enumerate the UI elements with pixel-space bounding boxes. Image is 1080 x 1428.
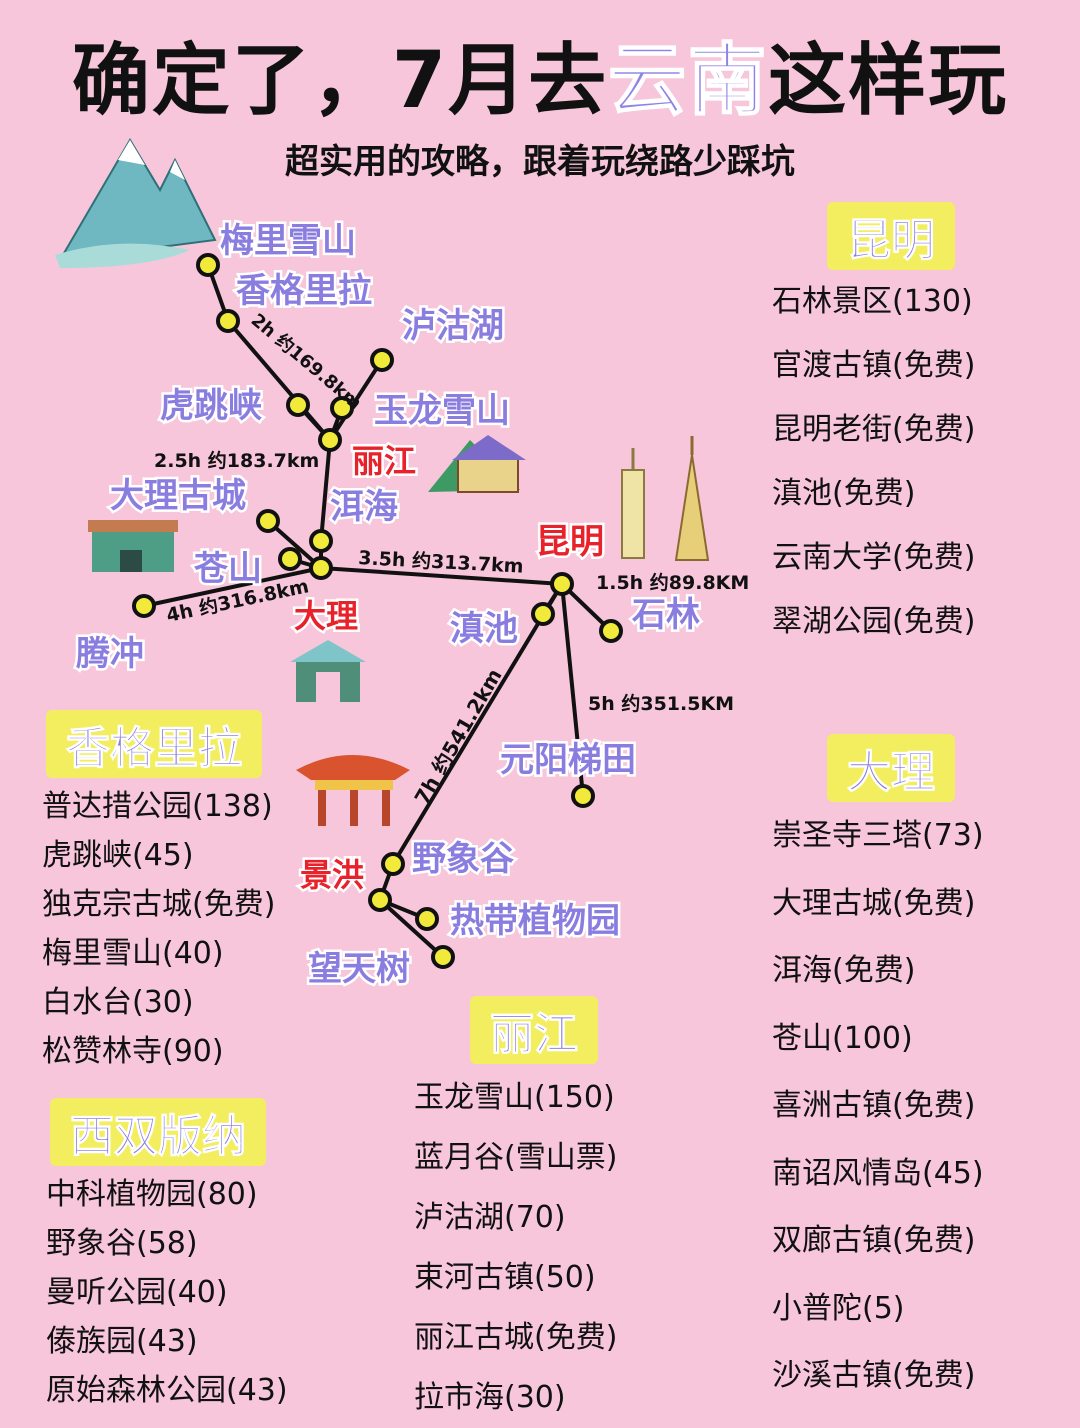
label-jinghong: 景洪: [300, 856, 364, 894]
distance-kunming-jinghong: 7h 约541.2km: [410, 664, 507, 808]
list-item: 梅里雪山(40): [42, 936, 224, 971]
distance-lijiang-dali: 2.5h 约183.7km: [154, 449, 319, 472]
list-item: 南诏风情岛(45): [772, 1155, 984, 1191]
list-item: 双廊古镇(免费): [772, 1223, 976, 1258]
list-item: 普达措公园(138): [42, 789, 273, 824]
label-wangtian: 望天树: [308, 949, 410, 989]
label-tiger: 虎跳峡: [160, 386, 262, 426]
list-item: 大理古城(免费): [772, 885, 976, 921]
node-tiger: [286, 393, 310, 417]
node-shangri: [216, 309, 240, 333]
label-cangshan: 苍山: [194, 549, 262, 589]
list-item: 原始森林公园(43): [46, 1373, 288, 1408]
node-lugu: [370, 348, 394, 372]
list-item: 滇池(免费): [772, 476, 916, 511]
label-jade: 玉龙雪山: [374, 391, 510, 431]
list-item: 独克宗古城(免费): [42, 887, 276, 922]
label-tengchong: 腾冲: [76, 634, 144, 674]
section-title-dali: 大理: [827, 734, 955, 802]
page-subtitle: 超实用的攻略，跟着玩绕路少踩坑: [285, 142, 795, 182]
node-cangshan: [278, 547, 302, 571]
distance-kunming-yuanyang: 5h 约351.5KM: [588, 692, 734, 715]
list-item: 小普陀(5): [772, 1290, 905, 1326]
list-item: 玉龙雪山(150): [414, 1080, 615, 1115]
section-title-lijiang: 丽江: [470, 996, 598, 1064]
pavilion-icon: [296, 755, 410, 826]
label-wildelephant: 野象谷: [412, 839, 514, 879]
list-shangrila: 普达措公园(138) 虎跳峡(45) 独克宗古城(免费) 梅里雪山(40) 白水…: [42, 782, 275, 1076]
list-xishuangbanna: 中科植物园(80) 野象谷(58) 曼听公园(40) 傣族园(43) 原始森林公…: [46, 1170, 288, 1415]
node-tengchong: [132, 594, 156, 618]
list-item: 昆明老街(免费): [772, 412, 976, 447]
label-dali: 大理: [294, 597, 358, 635]
list-item: 曼听公园(40): [46, 1275, 228, 1310]
city-gate-icon: [88, 520, 178, 572]
title-highlight: 云南: [607, 35, 769, 127]
list-item: 白水台(30): [42, 985, 194, 1020]
node-erhai: [309, 529, 333, 553]
node-dali: [309, 556, 333, 580]
section-title-kunming: 昆明: [827, 202, 955, 270]
list-item: 傣族园(43): [46, 1324, 198, 1359]
node-meili: [196, 253, 220, 277]
label-meili: 梅里雪山: [220, 221, 356, 261]
list-item: 官渡古镇(免费): [772, 348, 976, 383]
list-item: 苍山(100): [772, 1020, 913, 1056]
distance-kunming-shilin: 1.5h 约89.8KM: [596, 571, 749, 594]
node-tropical: [415, 907, 439, 931]
node-jade: [330, 396, 354, 420]
node-jinghong: [368, 888, 392, 912]
list-item: 云南大学(免费): [772, 540, 976, 575]
list-item: 翠湖公园(免费): [772, 604, 976, 639]
list-item: 洱海(免费): [772, 953, 916, 988]
page-title: 确定了，7月去云南这样玩: [71, 35, 1009, 127]
node-dianchi: [531, 602, 555, 626]
list-item: 崇圣寺三塔(73): [772, 818, 984, 853]
list-kunming: 石林景区(130) 官渡古镇(免费) 昆明老街(免费) 滇池(免费) 云南大学(…: [772, 270, 975, 654]
list-item: 虎跳峡(45): [42, 838, 194, 873]
node-lijiang: [318, 428, 342, 452]
mountain-icon: [55, 138, 217, 268]
label-dalicity: 大理古城: [110, 476, 246, 516]
label-dianchi: 滇池: [450, 609, 518, 649]
list-item: 沙溪古镇(免费): [772, 1358, 976, 1393]
dali-gate-icon: [290, 640, 366, 702]
list-item: 泸沽湖(70): [414, 1200, 566, 1235]
node-wangtian: [431, 945, 455, 969]
label-yuanyang: 元阳梯田: [500, 740, 636, 780]
route-nodes: [132, 253, 623, 969]
list-item: 拉市海(30): [414, 1380, 566, 1415]
node-shilin: [599, 619, 623, 643]
list-lijiang: 玉龙雪山(150) 蓝月谷(雪山票) 泸沽湖(70) 束河古镇(50) 丽江古城…: [414, 1068, 617, 1428]
label-shangri: 香格里拉: [236, 271, 372, 311]
list-item: 石林景区(130): [772, 284, 973, 319]
label-tropical: 热带植物园: [450, 901, 620, 941]
list-item: 野象谷(58): [46, 1226, 198, 1261]
node-wildelephant: [381, 852, 405, 876]
node-dalicity: [256, 509, 280, 533]
label-kunming: 昆明: [536, 522, 604, 562]
label-lijiang: 丽江: [352, 442, 416, 480]
list-item: 蓝月谷(雪山票): [414, 1140, 618, 1175]
section-title-xishuangbanna: 西双版纳: [50, 1098, 266, 1166]
node-kunming: [550, 572, 574, 596]
label-erhai: 洱海: [330, 487, 398, 527]
pagoda-icon: [621, 436, 710, 561]
list-item: 喜洲古镇(免费): [772, 1088, 976, 1123]
label-lugu: 泸沽湖: [402, 306, 504, 346]
label-shilin: 石林: [631, 595, 700, 635]
list-item: 中科植物园(80): [46, 1177, 258, 1212]
route-lines: [142, 263, 613, 959]
section-title-shangrila: 香格里拉: [46, 710, 262, 778]
node-yuanyang: [571, 784, 595, 808]
list-item: 丽江古城(免费): [414, 1320, 618, 1355]
list-dali: 崇圣寺三塔(73) 大理古城(免费) 洱海(免费) 苍山(100) 喜洲古镇(免…: [772, 802, 984, 1410]
lijiang-building-icon: [428, 435, 526, 493]
list-item: 束河古镇(50): [414, 1260, 596, 1295]
list-item: 松赞林寺(90): [42, 1034, 224, 1069]
